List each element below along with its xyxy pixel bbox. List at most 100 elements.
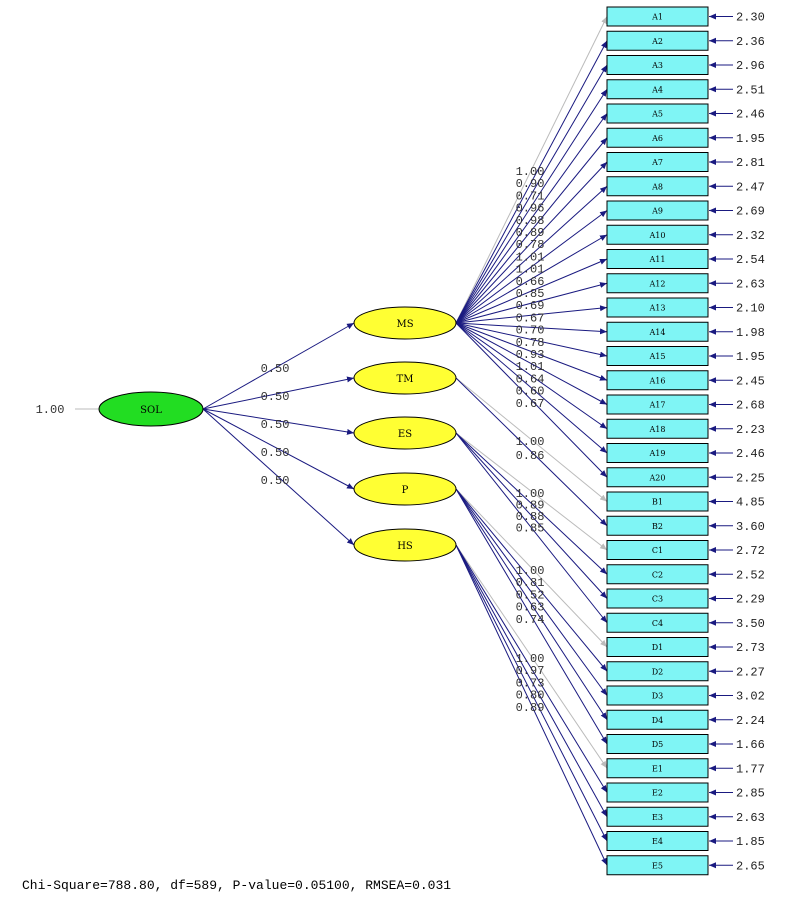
factor-loading: 0.89 bbox=[516, 226, 545, 240]
second-order-loading: 0.50 bbox=[261, 474, 290, 488]
error-variance: 2.29 bbox=[736, 593, 765, 607]
observed-variable-label: E5 bbox=[652, 861, 663, 870]
factor-label: P bbox=[402, 485, 409, 496]
error-variance: 4.85 bbox=[736, 496, 765, 510]
factor-label: MS bbox=[396, 319, 413, 330]
error-variance: 3.60 bbox=[736, 520, 765, 534]
factor-loading-path bbox=[455, 544, 608, 793]
observed-variable-box bbox=[606, 152, 709, 172]
observed-variable-box bbox=[606, 321, 709, 342]
factor-loading-path bbox=[455, 322, 608, 358]
factor-loading: 0.74 bbox=[516, 613, 545, 627]
factor-ellipse bbox=[353, 361, 457, 395]
factor-loading-path bbox=[455, 113, 608, 324]
factor-loading: 1.01 bbox=[516, 360, 545, 374]
factor-loading-path bbox=[455, 305, 608, 324]
observed-variable-label: C4 bbox=[652, 619, 663, 628]
factor-loading: 1.00 bbox=[516, 652, 545, 666]
error-variance: 1.95 bbox=[736, 350, 765, 364]
factor-loading: 0.97 bbox=[516, 664, 545, 678]
error-variance: 2.24 bbox=[736, 714, 765, 728]
factor-loading-path bbox=[455, 322, 608, 381]
observed-variable-box bbox=[606, 685, 709, 706]
factor-ellipse bbox=[353, 306, 457, 340]
fit-statistics: Chi-Square=788.80, df=589, P-value=0.051… bbox=[22, 878, 452, 893]
observed-variable-label: B2 bbox=[652, 522, 663, 531]
factor-loading-path bbox=[455, 88, 608, 324]
observed-variable-label: D2 bbox=[652, 667, 664, 676]
error-variance: 1.85 bbox=[736, 835, 765, 849]
observed-variable-box bbox=[606, 564, 709, 585]
error-variance: 1.95 bbox=[736, 132, 765, 146]
factor-loading: 0.70 bbox=[516, 324, 545, 338]
observed-variable-box bbox=[606, 79, 709, 100]
factor-loading-path bbox=[455, 544, 608, 817]
observed-variable-box bbox=[606, 249, 709, 269]
second-order-label: SOL bbox=[140, 405, 162, 416]
factor-loading-path bbox=[455, 432, 608, 551]
factor-loading: 0.96 bbox=[516, 202, 545, 216]
observed-variable-label: E3 bbox=[652, 813, 663, 822]
second-order-loading: 0.50 bbox=[261, 418, 290, 432]
second-order-loading: 0.50 bbox=[261, 390, 290, 404]
observed-variable-box bbox=[606, 491, 709, 512]
factor-loading-path bbox=[455, 544, 608, 842]
error-variance: 2.46 bbox=[736, 108, 765, 122]
factor-loading: 0.89 bbox=[516, 499, 545, 513]
observed-variable-label: A19 bbox=[649, 449, 666, 458]
factor-label: TM bbox=[397, 374, 414, 385]
error-variance: 2.45 bbox=[736, 374, 765, 388]
observed-variable-box bbox=[606, 55, 709, 75]
observed-variable-label: A20 bbox=[649, 473, 666, 482]
observed-variable-label: A5 bbox=[651, 110, 663, 119]
observed-variable-box bbox=[606, 806, 709, 827]
observed-variable-box bbox=[606, 224, 709, 245]
observed-variable-label: A6 bbox=[651, 134, 663, 143]
observed-variable-box bbox=[606, 758, 709, 779]
observed-variable-label: D5 bbox=[652, 740, 664, 749]
observed-variable-label: A11 bbox=[649, 255, 666, 264]
factor-loading: 0.86 bbox=[516, 449, 545, 463]
observed-variable-label: C3 bbox=[652, 595, 663, 604]
factor-loading: 0.63 bbox=[516, 601, 545, 615]
error-variance: 2.10 bbox=[736, 302, 765, 316]
error-variance: 2.63 bbox=[736, 277, 765, 291]
factor-loading-path bbox=[455, 488, 608, 745]
factor-loading: 1.01 bbox=[516, 263, 545, 277]
factor-loading-path bbox=[455, 432, 608, 575]
error-variance: 2.36 bbox=[736, 35, 765, 49]
error-variance: 2.85 bbox=[736, 787, 765, 801]
observed-variable-label: A3 bbox=[651, 61, 663, 70]
error-variance: 2.46 bbox=[736, 447, 765, 461]
observed-variable-box bbox=[606, 831, 709, 851]
factor-loading-path bbox=[455, 161, 608, 324]
observed-variable-label: A10 bbox=[649, 231, 666, 240]
observed-variable-box bbox=[606, 273, 709, 294]
error-variance: 1.77 bbox=[736, 762, 765, 776]
factor-loading-path bbox=[455, 16, 608, 324]
factor-loading: 1.00 bbox=[516, 564, 545, 578]
factor-loading: 1.00 bbox=[516, 165, 545, 179]
error-variance: 2.32 bbox=[736, 229, 765, 243]
observed-variable-label: E4 bbox=[652, 837, 663, 846]
error-variance: 3.50 bbox=[736, 617, 765, 631]
error-variance: 2.68 bbox=[736, 399, 765, 413]
factor-loading: 0.80 bbox=[516, 689, 545, 703]
observed-variable-box bbox=[606, 30, 709, 51]
observed-variable-label: A12 bbox=[649, 279, 666, 288]
observed-variable-box bbox=[606, 346, 709, 366]
observed-variable-label: B1 bbox=[652, 498, 663, 507]
observed-variable-label: A1 bbox=[651, 13, 663, 22]
error-variance: 2.63 bbox=[736, 811, 765, 825]
factor-loading: 0.78 bbox=[516, 238, 545, 252]
observed-variable-box bbox=[606, 661, 709, 682]
factor-loading: 0.90 bbox=[516, 177, 545, 191]
observed-variable-box bbox=[606, 127, 709, 148]
observed-variable-box bbox=[606, 515, 709, 536]
second-order-loading: 0.50 bbox=[261, 446, 290, 460]
factor-loading: 0.69 bbox=[516, 299, 545, 313]
observed-variable-label: A4 bbox=[651, 85, 663, 94]
error-variance: 2.54 bbox=[736, 253, 765, 267]
observed-variable-box bbox=[606, 297, 709, 318]
observed-variable-label: A18 bbox=[649, 425, 666, 434]
